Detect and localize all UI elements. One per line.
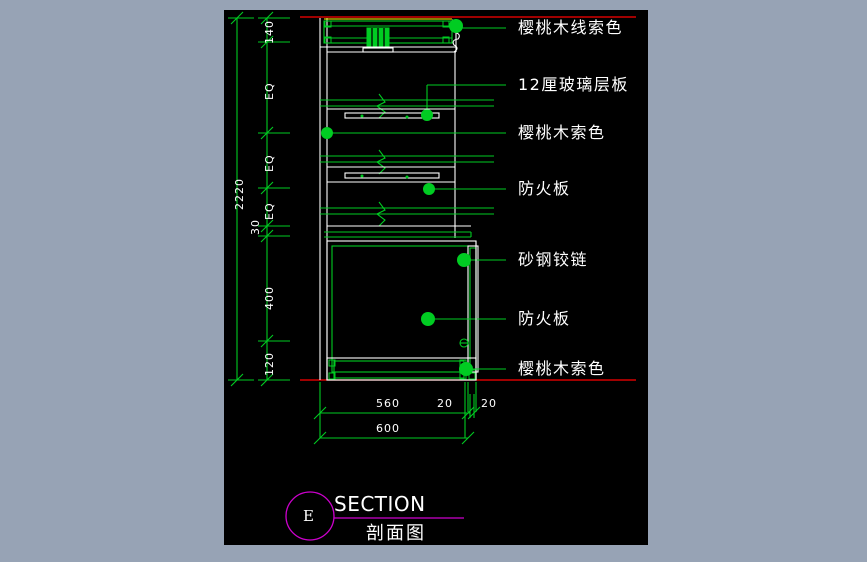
bottom-plinth [326, 241, 506, 381]
glass-shelf-1-pin-left [360, 114, 364, 118]
cornice-joint-tr [442, 20, 450, 28]
hdim-chain-tick-right [467, 406, 481, 420]
overall-vertical-dimension [228, 11, 254, 387]
annotation-glass-shelf: 12厘玻璃层板 [518, 75, 629, 94]
hdim-overall-tick-left [313, 431, 327, 445]
glass-shelf-1 [344, 112, 440, 119]
glass-shelf-leader-dot [421, 109, 433, 121]
section-tag-letter: E [303, 507, 314, 525]
door-panel-inner [469, 247, 477, 371]
cornice-joint-tl [324, 20, 332, 28]
shelf-section-white-lines [327, 108, 476, 242]
vertical-dimension-chain [258, 11, 290, 387]
horizontal-dimensions [313, 382, 481, 445]
dim-v-eq-1: EQ [263, 82, 276, 100]
plinth-joint-door [468, 372, 476, 380]
cornice-joint-bl [324, 36, 332, 44]
glass-shelf-1-pin-right [405, 115, 409, 119]
break-symbol-2 [375, 149, 386, 175]
dim-overall-vertical: 2220 [233, 178, 246, 210]
dim-v-eq-3: EQ [263, 202, 276, 220]
title-block-graphics [285, 491, 464, 541]
dim-v-120: 120 [263, 352, 276, 376]
top-trim-leader-dot [449, 19, 463, 33]
dim-h-20-a: 20 [437, 397, 453, 410]
hinge-detail [459, 338, 469, 348]
plinth-inner [333, 360, 465, 379]
cornice-joint-br [442, 36, 450, 44]
annotation-top-trim: 樱桃木线索色 [518, 18, 624, 37]
annotation-hinge: 砂钢铰链 [518, 250, 589, 269]
lower-inner-box [331, 245, 469, 373]
cad-vector-graphics [228, 11, 636, 541]
dim-v-eq-2: EQ [263, 154, 276, 172]
dim-h-overall-600: 600 [376, 422, 400, 435]
section-title-cn: 剖面图 [366, 523, 426, 544]
break-symbol-1 [375, 93, 386, 119]
lower-carcass-outline [326, 240, 477, 381]
open-shelf-section [320, 84, 506, 238]
cad-drawing-canvas: 2220 140 EQ EQ EQ 30 400 120 560 20 20 6… [224, 10, 648, 545]
cornice-center-block [362, 27, 394, 53]
top-trim-leader-group [449, 19, 506, 33]
hdim-chain-tick-left [313, 406, 327, 420]
annotation-cherry-wood: 樱桃木索色 [518, 123, 606, 142]
section-tag-circle [285, 491, 335, 541]
lower-cabinet-body [326, 240, 506, 381]
annotation-fireproof-2: 防火板 [518, 309, 571, 328]
plinth-joint-bl [328, 372, 336, 380]
glass-shelf-2 [344, 172, 440, 179]
dim-v-30: 30 [249, 219, 262, 235]
dim-v-400: 400 [263, 286, 276, 310]
dim-h-20-b: 20 [481, 397, 497, 410]
glass-shelf-2-pin-right [405, 175, 409, 179]
top-cornice [320, 18, 461, 53]
hdim-chain-tick-mid [461, 406, 475, 420]
break-symbol-3 [375, 201, 386, 227]
section-title-en: SECTION [334, 492, 426, 516]
plinth-joint-tl [328, 359, 336, 367]
door-panel-outer [467, 245, 479, 373]
hdim-overall-tick-right [461, 431, 475, 445]
glass-shelf-2-pin-left [360, 174, 364, 178]
annotation-base-trim: 樱桃木索色 [518, 359, 606, 378]
annotation-fireproof-1: 防火板 [518, 179, 571, 198]
cabinet-left-wall [319, 18, 328, 380]
dim-v-140: 140 [263, 20, 276, 44]
dim-h-560: 560 [376, 397, 400, 410]
